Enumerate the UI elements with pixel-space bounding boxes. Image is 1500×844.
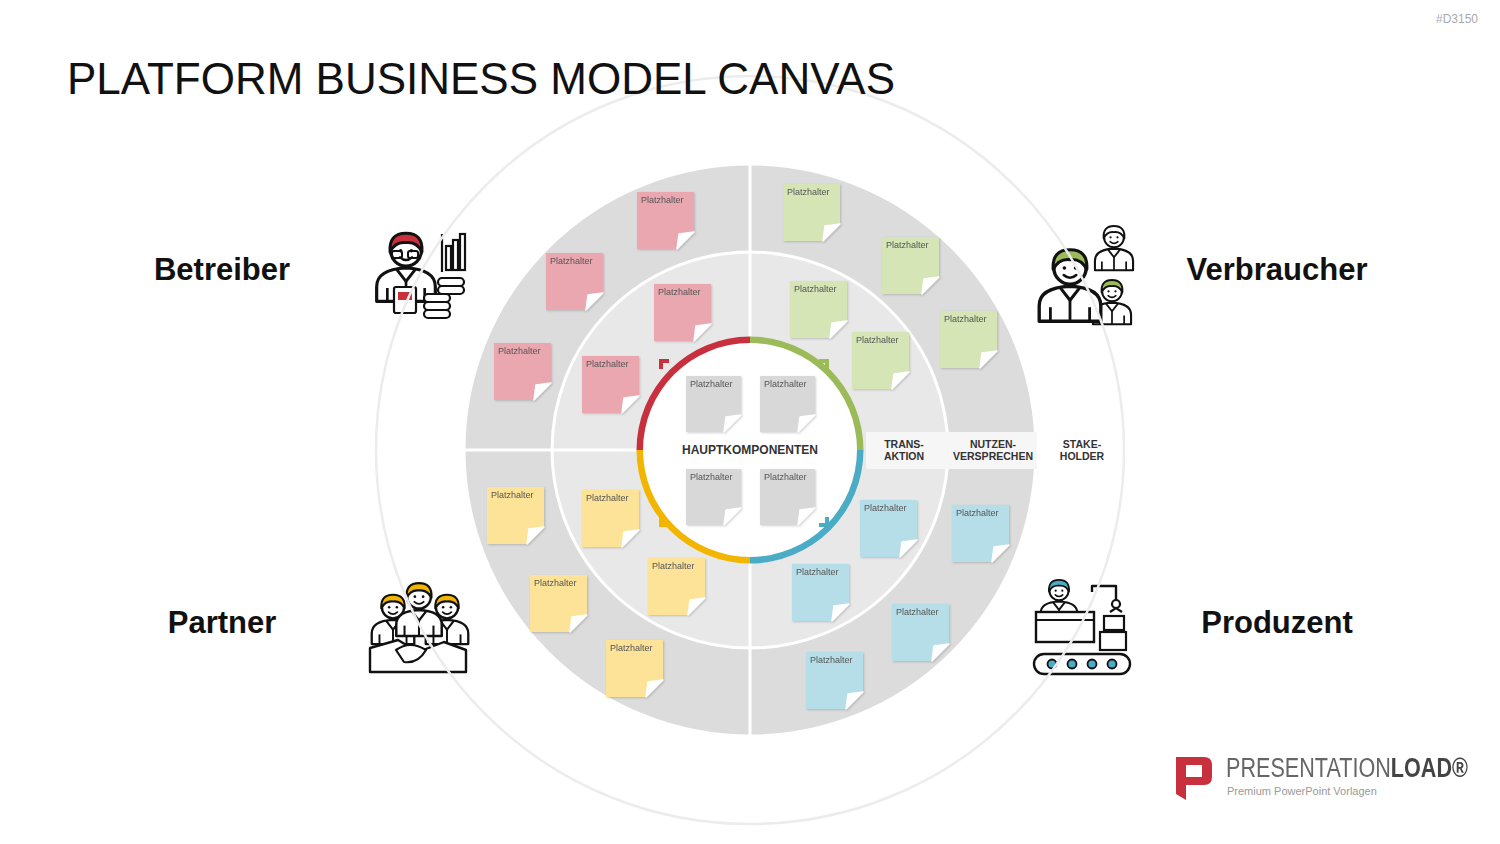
sticky-text: Platzhalter bbox=[652, 561, 703, 572]
sticky-note: Platzhalter bbox=[940, 311, 997, 368]
logo-wordmark: PRESENTATIONLOAD® bbox=[1226, 753, 1468, 784]
sticky-text: Platzhalter bbox=[550, 256, 601, 267]
sticky-note: Platzhalter bbox=[654, 284, 711, 341]
logo-tagline: Premium PowerPoint Vorlagen bbox=[1227, 785, 1377, 797]
sticky-text: Platzhalter bbox=[787, 187, 838, 198]
sticky-note: Platzhalter bbox=[582, 356, 639, 413]
ring-label: TRANS- AKTION bbox=[874, 438, 934, 462]
stakeholder-name: Verbraucher bbox=[1177, 252, 1377, 288]
logo-text: LOAD® bbox=[1391, 753, 1468, 783]
sticky-text: Platzhalter bbox=[491, 490, 542, 501]
sticky-note: Platzhalter bbox=[487, 487, 544, 544]
sticky-note: Platzhalter bbox=[882, 237, 939, 294]
sticky-text: Platzhalter bbox=[586, 359, 637, 370]
sticky-note: Platzhalter bbox=[637, 192, 694, 249]
sticky-note: Platzhalter bbox=[852, 332, 909, 389]
ring-label: STAKE- HOLDER bbox=[1052, 438, 1112, 462]
stakeholder-name: Betreiber bbox=[122, 252, 322, 288]
operator-icon bbox=[377, 233, 465, 318]
sticky-text: Platzhalter bbox=[764, 379, 813, 390]
sticky-note: Platzhalter bbox=[892, 604, 949, 661]
sticky-note: Platzhalter bbox=[952, 505, 1009, 562]
sticky-text: Platzhalter bbox=[810, 655, 861, 666]
producer-icon bbox=[1034, 580, 1130, 674]
sticky-text: Platzhalter bbox=[690, 379, 739, 390]
sticky-text: Platzhalter bbox=[658, 287, 709, 298]
sticky-note: Platzhalter bbox=[860, 500, 917, 557]
sticky-text: Platzhalter bbox=[886, 240, 937, 251]
sticky-text: Platzhalter bbox=[498, 346, 549, 357]
sticky-note: Platzhalter bbox=[783, 184, 840, 241]
sticky-text: Platzhalter bbox=[690, 472, 739, 483]
sticky-note: Platzhalter bbox=[582, 490, 639, 547]
stakeholder-name: Produzent bbox=[1177, 605, 1377, 641]
sticky-text: Platzhalter bbox=[944, 314, 995, 325]
sticky-text: Platzhalter bbox=[641, 195, 692, 206]
core-label: HAUPTKOMPONENTEN bbox=[637, 443, 863, 457]
sticky-text: Platzhalter bbox=[764, 472, 813, 483]
sticky-note: Platzhalter bbox=[546, 253, 603, 310]
sticky-note: Platzhalter bbox=[494, 343, 551, 400]
sticky-note: Platzhalter bbox=[760, 376, 815, 432]
sticky-text: Platzhalter bbox=[864, 503, 915, 514]
sticky-text: Platzhalter bbox=[610, 643, 661, 654]
slide-id: #D3150 bbox=[1436, 12, 1478, 26]
sticky-note: Platzhalter bbox=[648, 558, 705, 615]
consumer-icon bbox=[1039, 226, 1133, 324]
sticky-text: Platzhalter bbox=[586, 493, 637, 504]
transaction-ring: TRANS- AKTION HAUPTKOMPONENTEN Platzhalter… bbox=[551, 251, 949, 649]
value-ring: NUTZEN- VERSPRECHEN TRANS- AKTION HAUPTKOM… bbox=[463, 163, 1037, 737]
sticky-note: Platzhalter bbox=[686, 376, 741, 432]
sticky-text: Platzhalter bbox=[896, 607, 947, 618]
logo-text: PRESENTATION bbox=[1226, 753, 1391, 783]
sticky-text: Platzhalter bbox=[796, 567, 847, 578]
sticky-text: Platzhalter bbox=[856, 335, 907, 346]
sticky-note: Platzhalter bbox=[760, 469, 815, 525]
logo-mark bbox=[1176, 757, 1212, 800]
sticky-text: Platzhalter bbox=[794, 284, 845, 295]
stakeholder-name: Partner bbox=[122, 605, 322, 641]
sticky-text: Platzhalter bbox=[534, 578, 585, 589]
sticky-note: Platzhalter bbox=[792, 564, 849, 621]
sticky-note: Platzhalter bbox=[530, 575, 587, 632]
partner-icon bbox=[370, 583, 468, 672]
ring-label: NUTZEN- VERSPRECHEN bbox=[950, 438, 1036, 462]
sticky-note: Platzhalter bbox=[790, 281, 847, 338]
page-title: PLATFORM BUSINESS MODEL CANVAS bbox=[67, 54, 895, 104]
sticky-note: Platzhalter bbox=[686, 469, 741, 525]
core-circle: HAUPTKOMPONENTENPlatzhalterPlatzhalterPl… bbox=[637, 337, 863, 563]
sticky-note: Platzhalter bbox=[806, 652, 863, 709]
stakeholder-ring: STAKE- HOLDERNUTZEN- VERSPRECHENTRANS- A… bbox=[375, 75, 1125, 825]
sticky-text: Platzhalter bbox=[956, 508, 1007, 519]
sticky-note: Platzhalter bbox=[606, 640, 663, 697]
